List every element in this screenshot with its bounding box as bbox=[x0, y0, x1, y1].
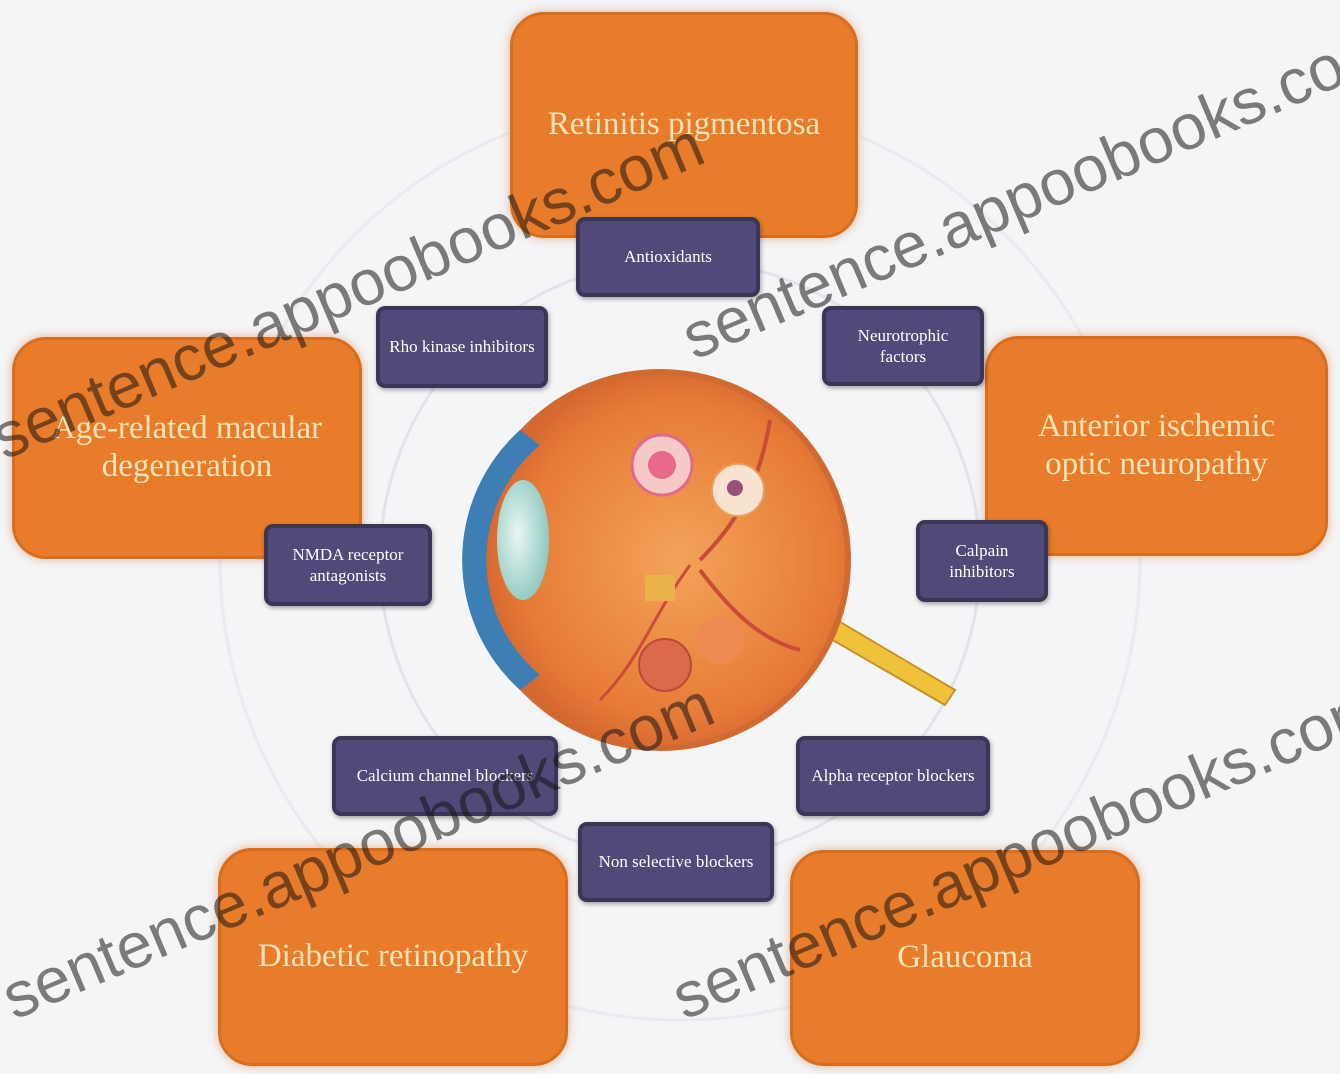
drug-label: Non selective blockers bbox=[599, 851, 754, 872]
drug-label: Rho kinase inhibitors bbox=[389, 336, 534, 357]
disease-glaucoma: Glaucoma bbox=[790, 850, 1140, 1066]
drug-label: Neurotrophic factors bbox=[834, 325, 972, 368]
drug-calcium-channel-blockers: Calcium channel blockers bbox=[332, 736, 558, 816]
disease-diabetic-retinopathy: Diabetic retinopathy bbox=[218, 848, 568, 1066]
disease-label: Glaucoma bbox=[897, 939, 1033, 977]
disease-label: Age-related macular degeneration bbox=[31, 410, 343, 486]
drug-neurotrophic-factors: Neurotrophic factors bbox=[822, 306, 984, 386]
drug-non-selective-blockers: Non selective blockers bbox=[578, 822, 774, 902]
drug-label: Calpain inhibitors bbox=[928, 540, 1036, 583]
drug-label: Antioxidants bbox=[624, 246, 712, 267]
drug-calpain-inhibitors: Calpain inhibitors bbox=[916, 520, 1048, 602]
drug-nmda-receptor-antagonists: NMDA receptor antagonists bbox=[264, 524, 432, 606]
drug-alpha-receptor-blockers: Alpha receptor blockers bbox=[796, 736, 990, 816]
disease-label: Retinitis pigmentosa bbox=[548, 106, 820, 144]
lens-shape bbox=[497, 480, 549, 600]
drug-rho-kinase-inhibitors: Rho kinase inhibitors bbox=[376, 306, 548, 388]
disease-label: Anterior ischemic optic neuropathy bbox=[1004, 408, 1309, 484]
drug-label: NMDA receptor antagonists bbox=[276, 544, 420, 587]
drug-label: Alpha receptor blockers bbox=[811, 765, 974, 786]
disease-retinitis-pigmentosa: Retinitis pigmentosa bbox=[510, 12, 858, 238]
drug-antioxidants: Antioxidants bbox=[576, 217, 760, 297]
disease-label: Diabetic retinopathy bbox=[258, 938, 528, 976]
drug-label: Calcium channel blockers bbox=[357, 765, 534, 786]
